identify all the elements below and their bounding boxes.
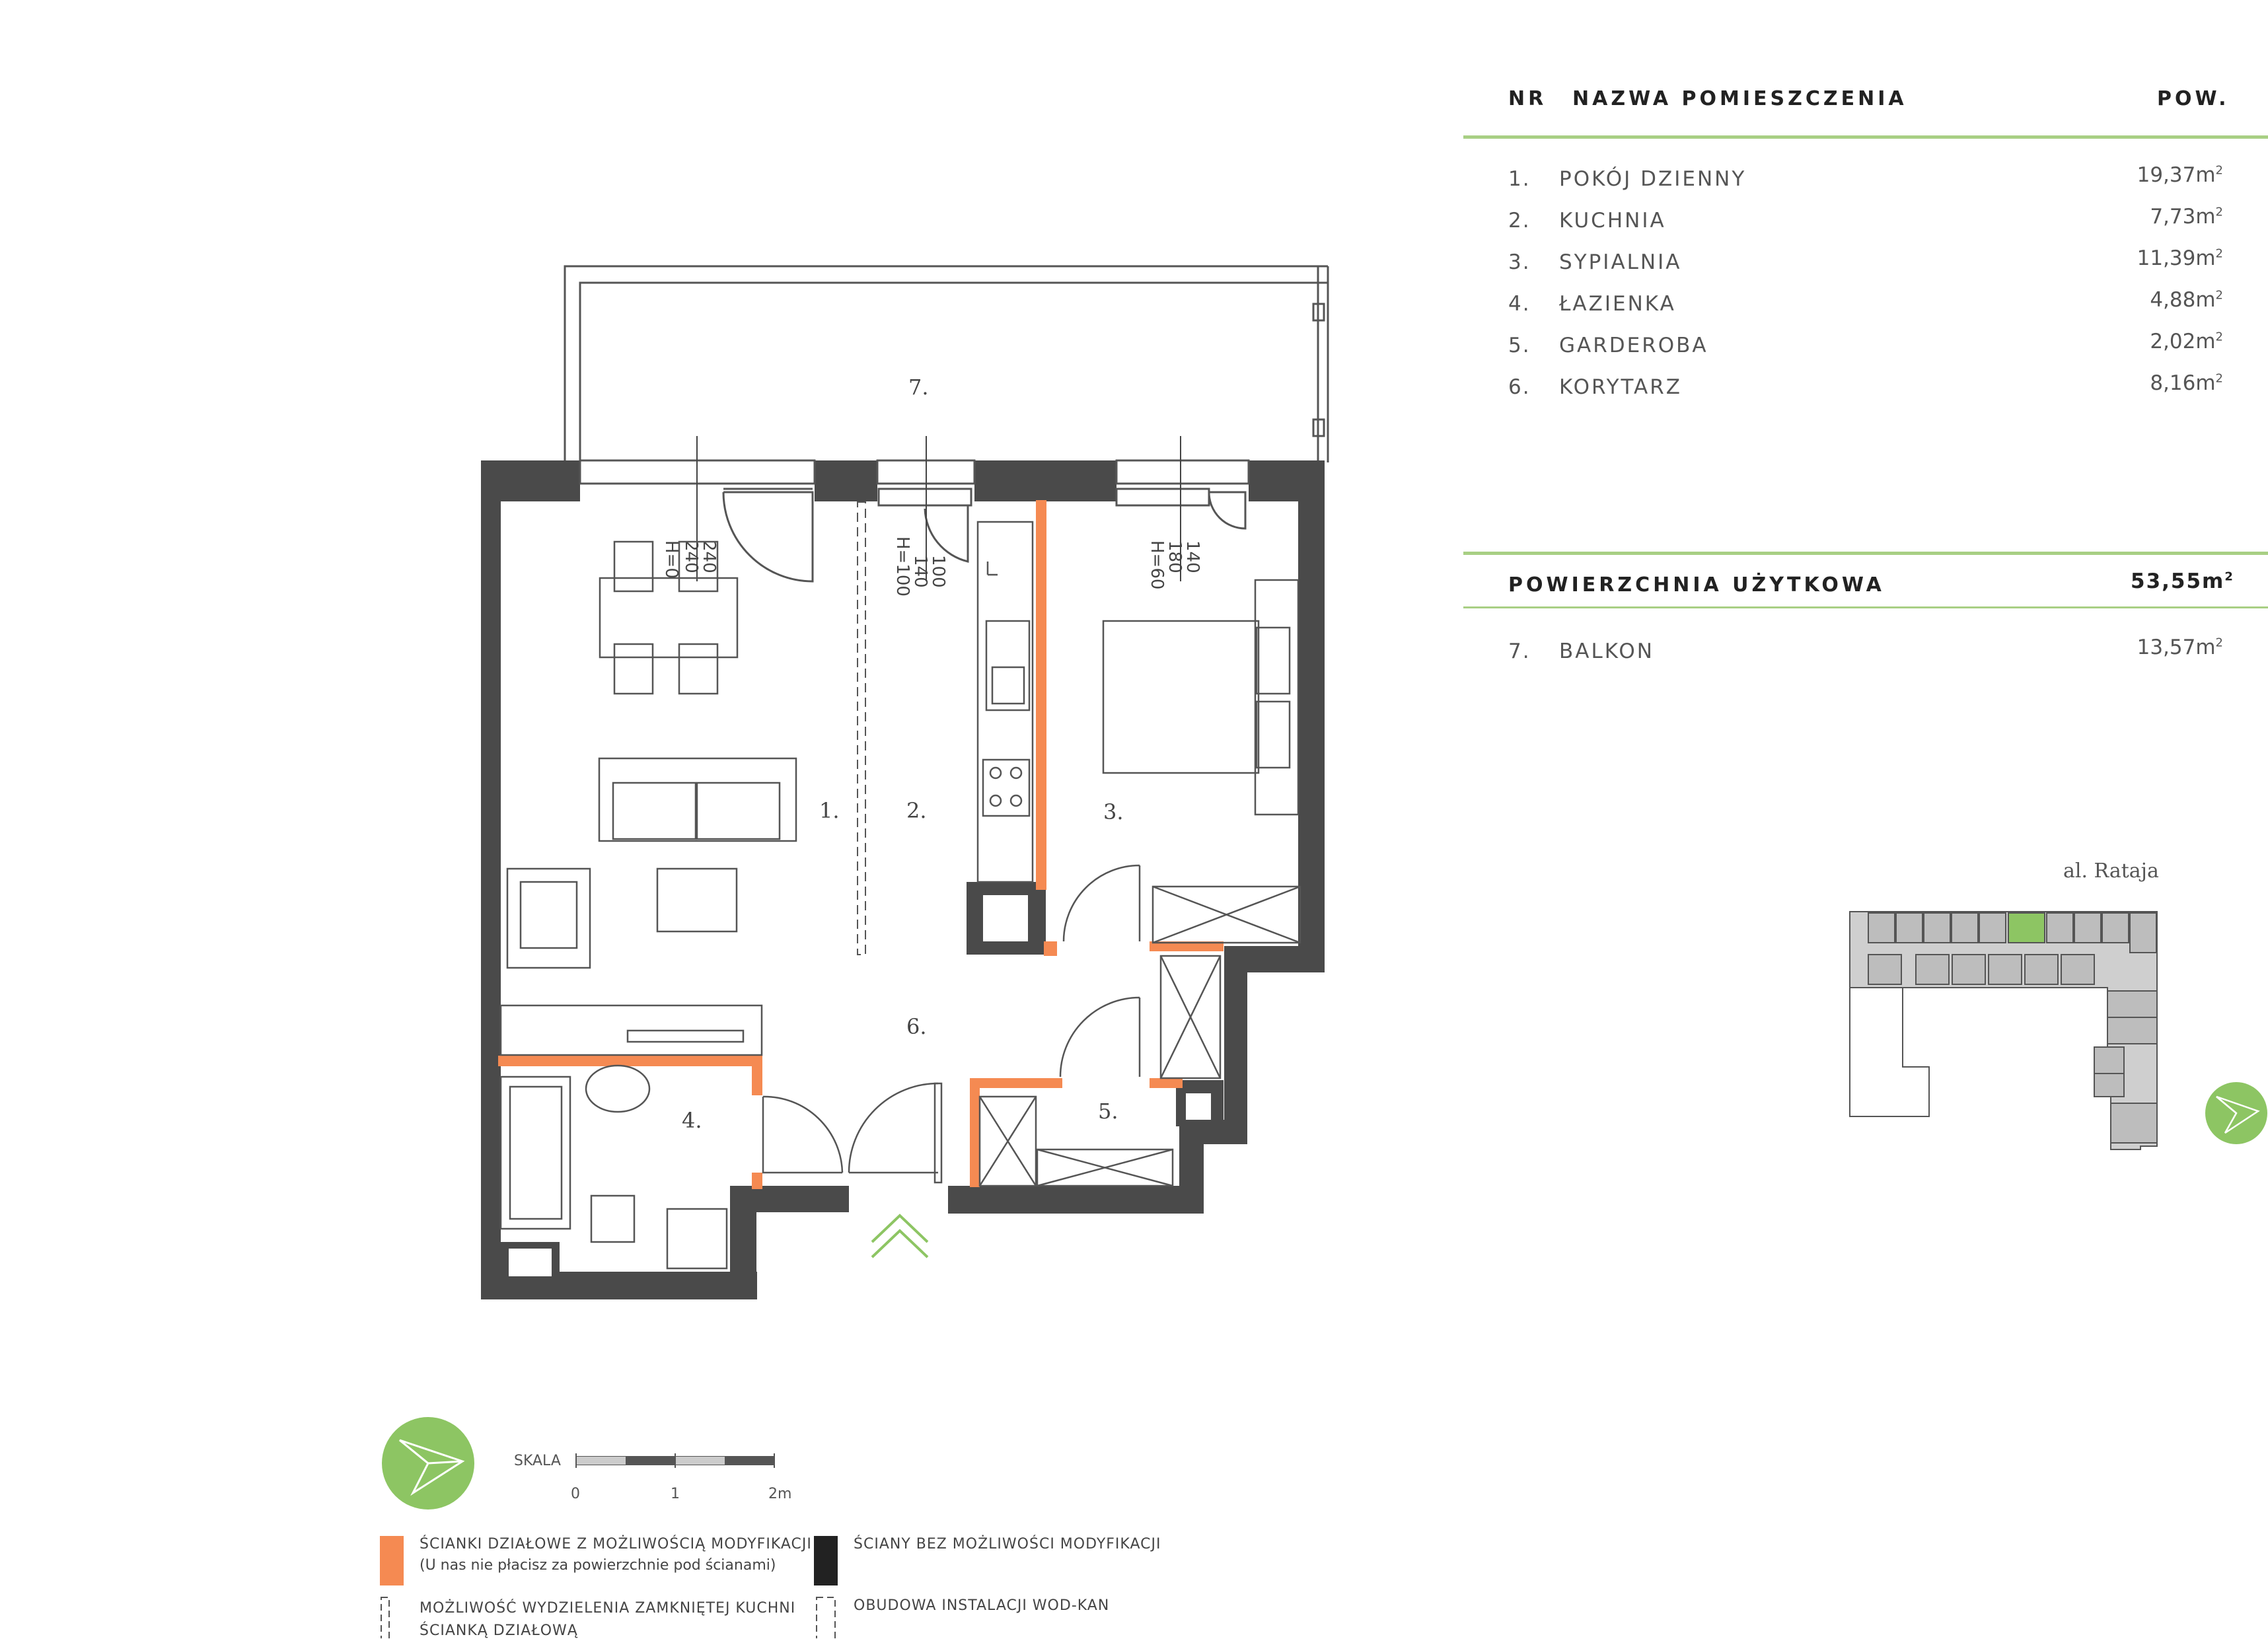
- table-header-divider: [1463, 135, 2268, 139]
- window-1-width-a: 240: [699, 540, 719, 573]
- window-dimension-lines: [696, 436, 1181, 581]
- scale-label: SKALA: [514, 1453, 561, 1469]
- furniture: [499, 521, 1301, 1270]
- total-label: POWIERZCHNIA UŻYTKOWA: [1508, 573, 1885, 597]
- structural-walls: [481, 460, 1325, 1299]
- total-bottom-divider: [1463, 606, 2268, 608]
- legend-wodkan-swatch: [816, 1597, 836, 1638]
- legend-kitchen-text-1: MOŻLIWOŚĆ WYDZIELENIA ZAMKNIĘTEJ KUCHNI: [420, 1600, 796, 1617]
- compass-icon: [382, 1417, 474, 1510]
- legend-kitchen-swatch: [381, 1597, 390, 1638]
- legend-black-swatch: [814, 1536, 838, 1585]
- balcony-outline: [564, 265, 1329, 462]
- window-2-width-b: 140: [910, 555, 930, 588]
- doors: [762, 864, 1141, 1184]
- legend-kitchen-text-2: ŚCIANKĄ DZIAŁOWĄ: [420, 1622, 578, 1639]
- scale-bar: [575, 1453, 775, 1468]
- table-header-area: POW.: [2157, 87, 2230, 110]
- optional-kitchen-wall: [857, 501, 866, 955]
- scale-tick-1: 1: [671, 1486, 680, 1502]
- room-label-1: 1.: [819, 798, 840, 823]
- window-3-width-b: 180: [1165, 540, 1185, 573]
- keyplan-street: al. Rataja: [2063, 859, 2159, 883]
- table-header-name: NAZWA POMIESZCZENIA: [1572, 87, 1907, 110]
- compass-small-icon: [2205, 1082, 2267, 1144]
- legend-orange-text-1: ŚCIANKI DZIAŁOWE Z MOŻLIWOŚCIĄ MODYFIKAC…: [420, 1536, 812, 1552]
- entrance-arrow-icon: [871, 1214, 929, 1258]
- table-header-nr: NR: [1508, 87, 1547, 110]
- scale-tick-2: 2m: [768, 1486, 791, 1502]
- window-2-width-a: 100: [928, 555, 948, 588]
- key-plan: [1849, 911, 2158, 1150]
- total-top-divider: [1463, 552, 2268, 555]
- window-3-width-a: 140: [1183, 540, 1202, 573]
- room-label-4: 4.: [682, 1108, 702, 1133]
- room-label-7: 7.: [908, 375, 929, 400]
- legend-orange-swatch: [380, 1536, 404, 1585]
- legend-black-text: ŚCIANY BEZ MOŻLIWOŚCI MODYFIKACJI: [854, 1536, 1161, 1552]
- scale-tick-0: 0: [571, 1486, 580, 1502]
- window-1-width-b: 240: [681, 540, 701, 573]
- room-label-3: 3.: [1103, 799, 1124, 824]
- modifiable-walls: [498, 500, 1224, 1189]
- window-3-sill: H=60: [1147, 540, 1167, 589]
- legend-wodkan-text: OBUDOWA INSTALACJI WOD-KAN: [854, 1597, 1110, 1614]
- room-label-2: 2.: [906, 798, 927, 823]
- room-label-6: 6.: [906, 1014, 927, 1039]
- window-2-sill: H=100: [893, 536, 912, 597]
- room-label-5: 5.: [1098, 1099, 1118, 1124]
- legend-orange-text-2: (U nas nie płacisz za powierzchnie pod ś…: [420, 1557, 776, 1574]
- window-1-sill: H=0: [661, 540, 681, 579]
- total-value: 53,55m2: [2131, 569, 2234, 593]
